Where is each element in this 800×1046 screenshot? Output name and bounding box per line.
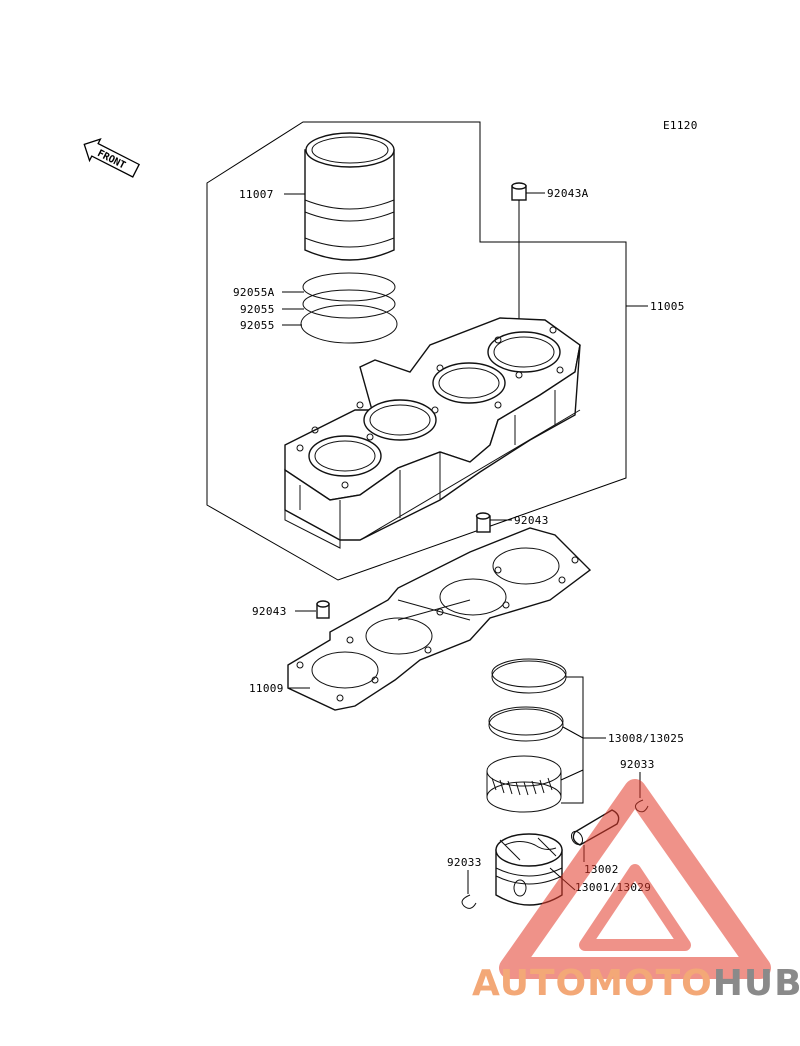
label-11005: 11005 [650,300,685,313]
watermark-text-automoto: AUTOMOTO [472,963,713,1004]
piston [495,833,563,906]
label-92055-2: 92055 [240,319,275,332]
label-92043A: 92043A [547,187,589,200]
label-11007: 11007 [239,188,274,201]
watermark-text-hub: HUB [713,963,800,1004]
piston-rings [486,658,567,813]
label-92043-top: 92043 [514,514,549,527]
watermark-logo [499,779,771,979]
assembly-frame [206,121,627,581]
diagram-code: E1120 [663,119,698,132]
label-92043-left: 92043 [252,605,287,618]
label-92055-1: 92055 [240,303,275,316]
circlip-left [461,894,477,909]
base-gasket [287,527,592,711]
label-11009: 11009 [249,682,284,695]
cylinder-block [284,317,581,549]
label-92033-left: 92033 [447,856,482,869]
watermark-text: AUTOMOTOHUB [472,963,800,1004]
label-92033-right: 92033 [620,758,655,771]
cylinder-sleeve [304,132,395,261]
dowel-pin-middle [475,512,491,533]
dowel-pin-top [511,182,527,201]
label-13008-13025: 13008/13025 [608,732,684,745]
front-arrow-icon: FRONT [83,138,141,178]
dowel-pin-left [316,600,330,619]
label-92055A: 92055A [233,286,275,299]
o-rings [300,272,398,344]
